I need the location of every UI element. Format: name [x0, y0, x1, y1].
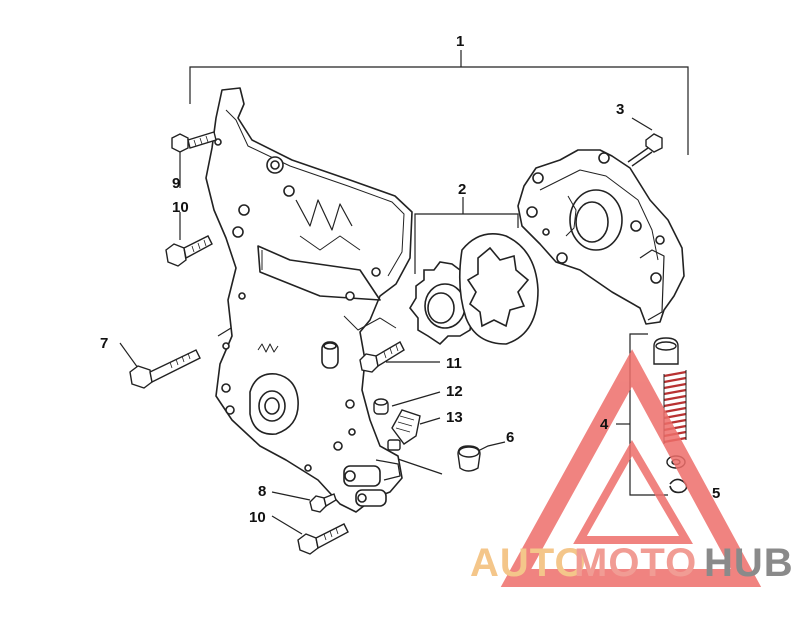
- callout-13: 13: [446, 409, 463, 426]
- callout-7: 7: [100, 335, 108, 352]
- bolt-8: [309, 493, 337, 513]
- bolt-9: [171, 131, 217, 153]
- callout-10-upper: 10: [172, 199, 189, 216]
- bolt-11: [359, 341, 405, 373]
- watermark-text: AUTO MOTO HUB: [470, 541, 794, 585]
- callout-6: 6: [506, 429, 514, 446]
- plug-6: [457, 445, 481, 472]
- watermark-auto: AUTO: [470, 541, 587, 585]
- callout-2: 2: [458, 181, 466, 198]
- oil-pressure-sensor-13: [387, 409, 421, 451]
- bolt-3: [627, 133, 663, 167]
- timing-cover: [205, 87, 413, 513]
- callout-8: 8: [258, 483, 266, 500]
- callout-4: 4: [600, 416, 609, 433]
- callout-labels: 1 2 3 4 5 6 7 8 9 10 10 11 12 13: [100, 33, 720, 526]
- bolt-7: [129, 349, 201, 389]
- callout-1: 1: [456, 33, 464, 50]
- leader-lines: [119, 50, 689, 535]
- callout-10-lower: 10: [249, 509, 266, 526]
- dowel-12: [373, 398, 389, 415]
- callout-3: 3: [616, 101, 624, 118]
- callout-11: 11: [446, 355, 462, 372]
- pump-rotor-set: [409, 233, 539, 346]
- bolt-10-lower: [297, 523, 349, 555]
- oil-pump-housing: [517, 149, 685, 325]
- bolt-10-upper: [165, 235, 213, 267]
- watermark-logo: [500, 349, 762, 587]
- callout-9: 9: [172, 175, 180, 192]
- callout-5: 5: [712, 485, 720, 502]
- callout-12: 12: [446, 383, 463, 400]
- watermark-hub: HUB: [704, 541, 794, 585]
- watermark-moto: MOTO: [574, 541, 697, 585]
